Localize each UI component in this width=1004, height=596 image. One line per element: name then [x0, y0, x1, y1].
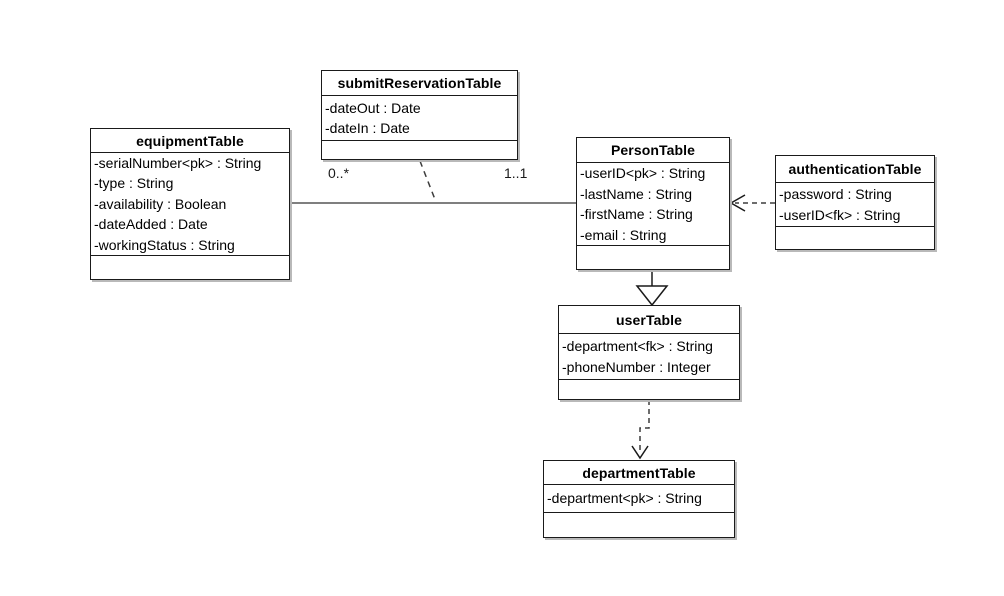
table-equipment: equipmentTable -serialNumber<pk> : Strin… — [90, 128, 290, 280]
attribute: -lastName : String — [580, 185, 693, 202]
attribute: -userID<fk> : String — [779, 206, 901, 223]
table-submit-reservation-operations-compartment — [322, 141, 517, 159]
attribute: -dateOut : Date — [325, 99, 421, 116]
generalization-hollow-triangle-icon — [635, 285, 669, 307]
table-department-title: departmentTable — [544, 461, 734, 485]
multiplicity-label-person-side: 1..1 — [504, 165, 528, 181]
table-authentication-title: authenticationTable — [776, 156, 934, 183]
attribute: -serialNumber<pk> : String — [94, 154, 262, 171]
table-submit-reservation-attributes: -dateOut : Date -dateIn : Date — [322, 96, 517, 141]
table-person: PersonTable -userID<pk> : String -lastNa… — [576, 137, 730, 270]
table-department-operations-compartment — [544, 513, 734, 537]
attribute: -workingStatus : String — [94, 236, 235, 253]
table-department-attributes: -department<pk> : String — [544, 485, 734, 513]
table-person-attributes: -userID<pk> : String -lastName : String … — [577, 163, 729, 246]
table-authentication: authenticationTable -password : String -… — [775, 155, 935, 250]
attribute: -type : String — [94, 175, 174, 192]
dependency-user-department-line — [639, 400, 650, 452]
table-equipment-attributes: -serialNumber<pk> : String -type : Strin… — [91, 153, 289, 256]
attribute: -email : String — [580, 226, 667, 243]
table-person-operations-compartment — [577, 246, 729, 269]
table-department: departmentTable -department<pk> : String — [543, 460, 735, 538]
attribute: -password : String — [779, 186, 892, 202]
attribute: -department<pk> : String — [547, 490, 702, 507]
table-person-title: PersonTable — [577, 138, 729, 163]
table-submit-reservation-title: submitReservationTable — [322, 71, 517, 96]
table-equipment-operations-compartment — [91, 256, 289, 279]
dependency-authentication-person-arrowhead — [729, 194, 746, 212]
table-user: userTable -department<fk> : String -phon… — [558, 305, 740, 400]
attribute: -dateIn : Date — [325, 120, 410, 136]
table-user-title: userTable — [559, 306, 739, 334]
attribute: -userID<pk> : String — [580, 165, 706, 181]
multiplicity-label-equipment-side: 0..* — [328, 165, 350, 181]
attribute: -department<fk> : String — [562, 338, 713, 354]
table-authentication-operations-compartment — [776, 227, 934, 249]
attribute: -phoneNumber : Integer — [562, 358, 711, 375]
attribute: -dateAdded : Date — [94, 216, 208, 233]
association-class-link — [419, 160, 437, 203]
attribute: -firstName : String — [580, 206, 693, 222]
table-equipment-title: equipmentTable — [91, 129, 289, 153]
attribute: -availability : Boolean — [94, 195, 227, 212]
table-authentication-attributes: -password : String -userID<fk> : String — [776, 183, 934, 227]
dependency-user-department-arrowhead — [631, 445, 649, 460]
table-submit-reservation: submitReservationTable -dateOut : Date -… — [321, 70, 518, 160]
table-user-attributes: -department<fk> : String -phoneNumber : … — [559, 334, 739, 380]
table-user-operations-compartment — [559, 380, 739, 399]
